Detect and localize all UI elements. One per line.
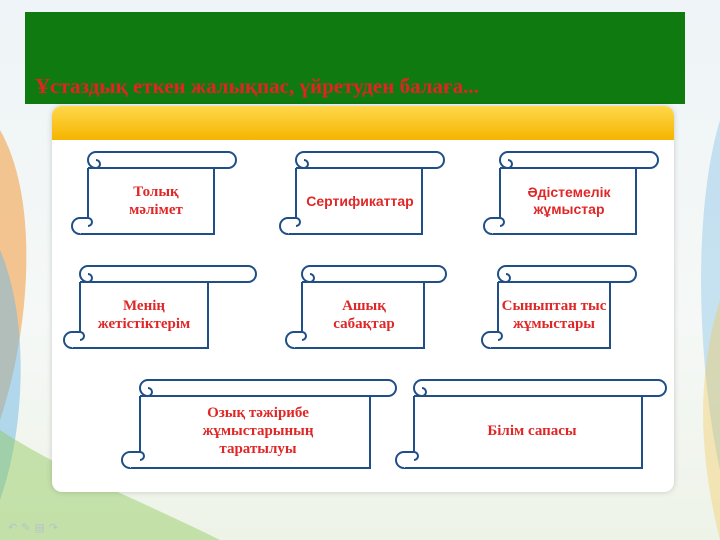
redo-arrow-icon[interactable]: ↷ [48,521,63,534]
scroll-shape [63,265,257,349]
scroll-shape [71,151,237,235]
scroll-shape [285,265,447,349]
scroll-shape [395,379,667,469]
scroll-label: Толық мәлімет [129,184,183,218]
panel-header-strip [52,106,674,140]
scroll-best-practices[interactable]: Озық тәжірибе жұмыстарының таратылуы [118,376,400,474]
scroll-extracurricular[interactable]: Сыныптан тыс жұмыстары [478,262,640,354]
scroll-label: Ашық сабақтар [333,298,395,332]
menu-icon[interactable]: ▤ [34,521,49,534]
scroll-shape [481,265,637,349]
undo-arrow-icon[interactable]: ↶ [8,521,22,534]
scroll-education-quality[interactable]: Білім сапасы [392,376,670,474]
scroll-label: Менің жетістіктерім [97,298,191,332]
banner-title: Ұстаздық еткен жалықпас, үйретуден балағ… [35,74,479,98]
scroll-label: Әдістемелік жұмыстар [527,184,611,217]
scroll-label: Озық тәжірибе жұмыстарының таратылуы [202,405,314,457]
scroll-shape [279,151,445,235]
scroll-open-lessons[interactable]: Ашық сабақтар [282,262,450,354]
title-banner: Ұстаздық еткен жалықпас, үйретуден балағ… [25,12,685,104]
pencil-icon[interactable]: ✎ [21,521,35,534]
scroll-certificates[interactable]: Сертификаттар [276,148,448,240]
scroll-my-achievements[interactable]: Менің жетістіктерім [60,262,260,354]
scroll-label: Сыныптан тыс жұмыстары [501,298,607,332]
scroll-shape [121,379,397,469]
scroll-methodical-works[interactable]: Әдістемелік жұмыстар [480,148,662,240]
scroll-label: Сертификаттар [306,192,414,209]
slide-nav-icons: ↶✎▤↷ [8,521,62,534]
scroll-label: Білім сапасы [487,423,577,439]
scroll-full-info[interactable]: Толық мәлімет [68,148,240,240]
scroll-shape [483,151,659,235]
